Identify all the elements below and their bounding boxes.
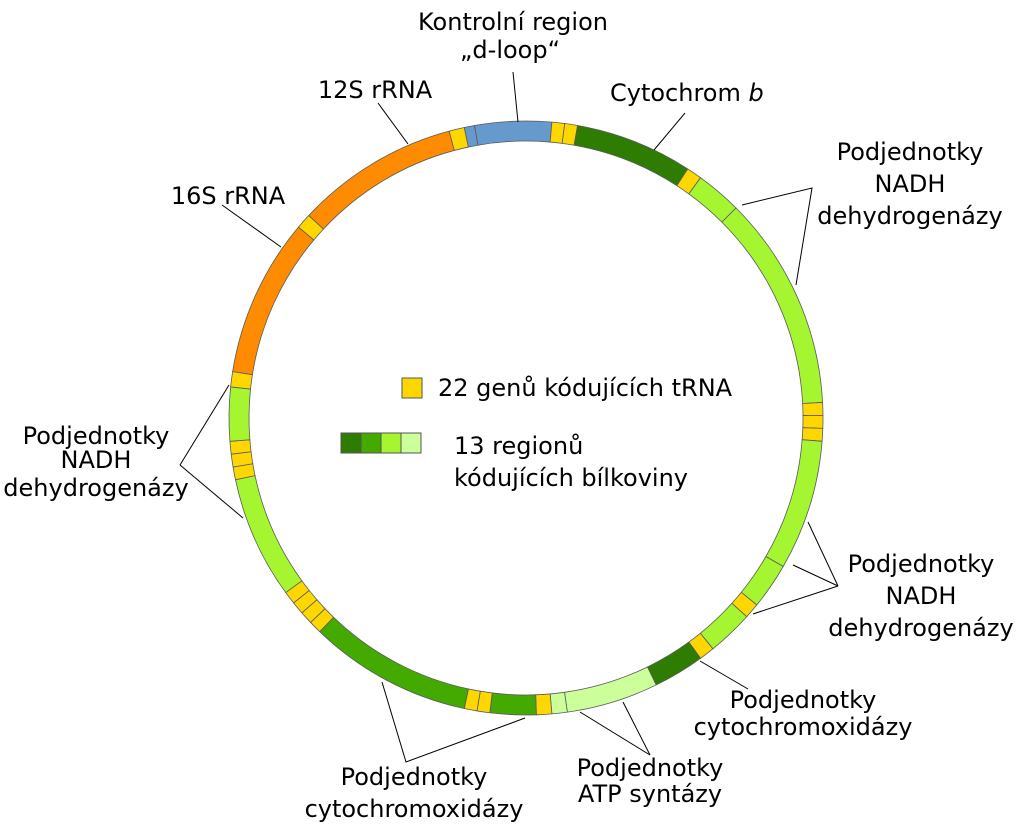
atp-segment — [549, 691, 568, 715]
nadh-left-line1: Podjednotky — [23, 422, 170, 450]
rrna-12s-label: 12S rRNA — [318, 76, 433, 104]
legend-protein-swatch — [400, 432, 422, 454]
trna-segment — [802, 415, 824, 429]
legend-trna-label: 22 genů kódujících tRNA — [438, 374, 733, 402]
nadh-top-right-line3: dehydrogenázy — [817, 202, 1002, 230]
nadh-segment — [235, 475, 303, 594]
nadh-top-right-line2: NADH — [875, 170, 946, 198]
nadh-segment — [765, 439, 823, 568]
cytochrom-b-italic: b — [749, 79, 764, 107]
rrna-16s-segment — [232, 226, 315, 376]
nadh-top-right-line1: Podjednotky — [837, 138, 984, 166]
cox-segment — [489, 692, 537, 716]
nadh-left-line3: dehydrogenázy — [3, 474, 188, 502]
cox-segment — [319, 616, 469, 709]
cytochrom-b-label: Cytochrom b — [610, 79, 764, 107]
atp-line1: Podjednotky — [577, 754, 724, 782]
nadh-segment — [228, 386, 251, 442]
mtdna-ring — [228, 120, 824, 716]
cox-bottom-line1: Podjednotky — [341, 763, 488, 791]
trna-segment — [802, 402, 824, 416]
legend-protein-swatch — [340, 432, 362, 454]
control-region-segment — [473, 120, 553, 146]
legend-protein-swatch — [380, 432, 402, 454]
nadh-bottom-right-line1: Podjednotky — [848, 550, 995, 578]
legend-protein-line1: 13 regionů — [454, 432, 583, 460]
control-region-dloop-label: „d-loop“ — [460, 36, 560, 64]
control-region-segment — [463, 125, 479, 148]
trna-segment — [535, 693, 553, 716]
trna-segment — [801, 427, 824, 442]
cox-right-line2: cytochromoxidázy — [694, 713, 913, 741]
nadh-bottom-right-line2: NADH — [886, 582, 957, 610]
legend-trna-swatch — [401, 377, 423, 399]
legend-protein-line2: kódujících bílkoviny — [454, 464, 688, 492]
legend-protein-swatches — [340, 432, 422, 454]
atp-segment — [564, 666, 657, 713]
rrna-12s-segment — [308, 130, 455, 230]
nadh-segment — [721, 207, 824, 404]
cytochrom-b-text: Cytochrom — [610, 79, 749, 107]
cox-bottom-line2: cytochromoxidázy — [305, 795, 524, 823]
rrna-16s-label: 16S rRNA — [171, 182, 286, 210]
trna-segment — [229, 439, 252, 455]
cytb-segment — [573, 125, 689, 187]
atp-line2: ATP syntázy — [578, 780, 722, 808]
leader-lines — [179, 71, 839, 763]
control-region-label: Kontrolní region — [418, 8, 608, 36]
cox-right-line1: Podjednotky — [730, 686, 877, 714]
nadh-left-line2: NADH — [61, 446, 132, 474]
nadh-bottom-right-line3: dehydrogenázy — [828, 614, 1013, 642]
legend-protein-swatch — [360, 432, 382, 454]
cox-segment — [646, 641, 702, 686]
